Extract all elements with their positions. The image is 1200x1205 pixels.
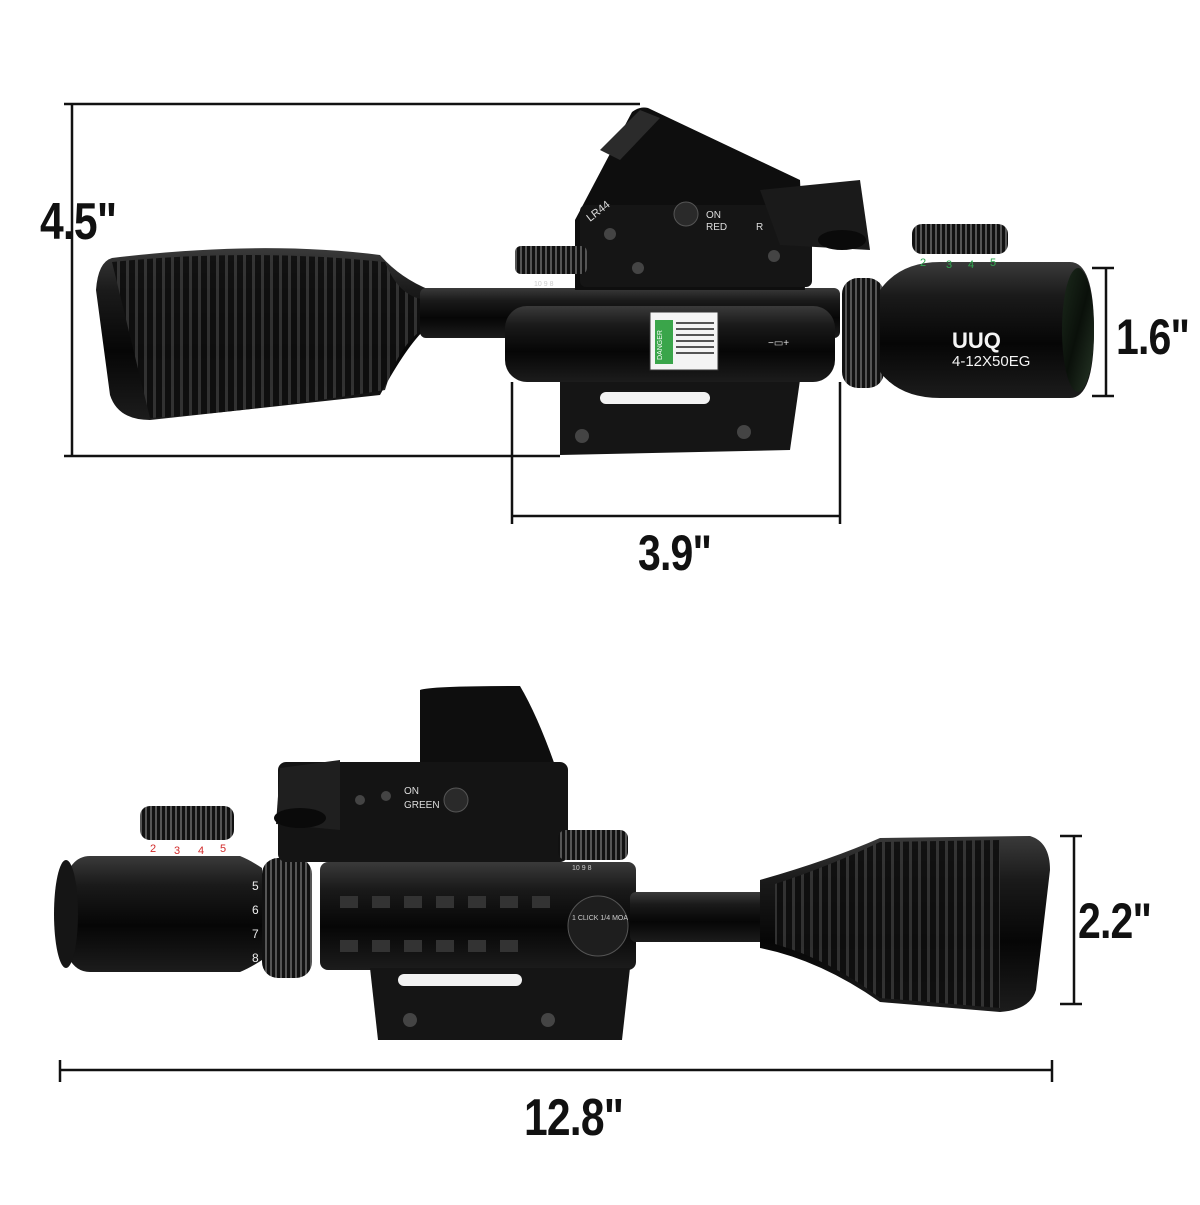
picatinny-rail bbox=[320, 862, 636, 970]
red-dot-body-bottom bbox=[278, 762, 568, 862]
windage-dial[interactable] bbox=[567, 895, 629, 957]
switch-color-label: RED bbox=[706, 222, 727, 233]
zoom-7: 7 bbox=[252, 927, 259, 941]
elevation-turret[interactable] bbox=[515, 246, 587, 274]
bottom-scope: 2 3 4 5 5 6 7 8 1 CLICK 1/4 MOA bbox=[54, 686, 1050, 1040]
zoom-6: 6 bbox=[252, 903, 259, 917]
eyepiece bbox=[880, 262, 1094, 398]
bottom-brightness-2: 2 bbox=[150, 843, 156, 855]
red-dot-button-bottom[interactable] bbox=[443, 787, 469, 813]
height-total-label: 4.5" bbox=[40, 193, 117, 251]
red-dot-button[interactable] bbox=[673, 201, 699, 227]
laser-danger-text: DANGER bbox=[657, 330, 664, 360]
bottom-brightness-4: 4 bbox=[198, 845, 204, 857]
brightness-5: 5 bbox=[990, 257, 996, 269]
bottom-brightness-3: 3 bbox=[174, 845, 180, 857]
model-label: 4-12X50EG bbox=[952, 353, 1030, 370]
bottom-brightness-5: 5 bbox=[220, 843, 226, 855]
bottom-turret-numbers: 10 9 8 bbox=[572, 865, 592, 872]
illumination-turret-bottom[interactable] bbox=[140, 806, 234, 840]
laser-power-label: −▭+ bbox=[768, 338, 789, 349]
eyepiece-bottom bbox=[60, 856, 262, 972]
bottom-switch-on: ON bbox=[404, 786, 419, 797]
top-scope: DANGER −▭+ LR44 + ON RED R 10 9 8 2 3 4 bbox=[96, 107, 1094, 455]
brightness-2: 2 bbox=[920, 257, 926, 269]
brightness-4: 4 bbox=[968, 259, 974, 271]
brightness-3: 3 bbox=[946, 259, 952, 271]
bottom-switch-color: GREEN bbox=[404, 800, 440, 811]
mount-base bbox=[560, 380, 800, 455]
dimension-lines bbox=[58, 102, 1114, 1082]
reticle-dial-label: R bbox=[756, 222, 763, 233]
zoom-5: 5 bbox=[252, 879, 259, 893]
illumination-turret[interactable] bbox=[912, 224, 1008, 254]
zoom-ring[interactable] bbox=[842, 278, 884, 388]
objective-height-label: 1.6" bbox=[1116, 309, 1190, 365]
brand-logo: UUQ bbox=[952, 328, 1001, 353]
switch-on-label: ON bbox=[706, 210, 721, 221]
total-length-label: 12.8" bbox=[524, 1089, 624, 1147]
eyepiece-height-label: 2.2" bbox=[1078, 893, 1152, 949]
elevation-turret-bottom[interactable] bbox=[558, 830, 628, 860]
click-label: 1 CLICK 1/4 MOA bbox=[572, 915, 628, 922]
main-tube-bottom bbox=[630, 892, 790, 942]
turret-numbers: 10 9 8 bbox=[534, 281, 554, 288]
zoom-8: 8 bbox=[252, 951, 259, 965]
mount-width-label: 3.9" bbox=[638, 525, 712, 581]
eyepiece-lens bbox=[1062, 268, 1094, 392]
zoom-ring-bottom[interactable] bbox=[262, 858, 312, 978]
